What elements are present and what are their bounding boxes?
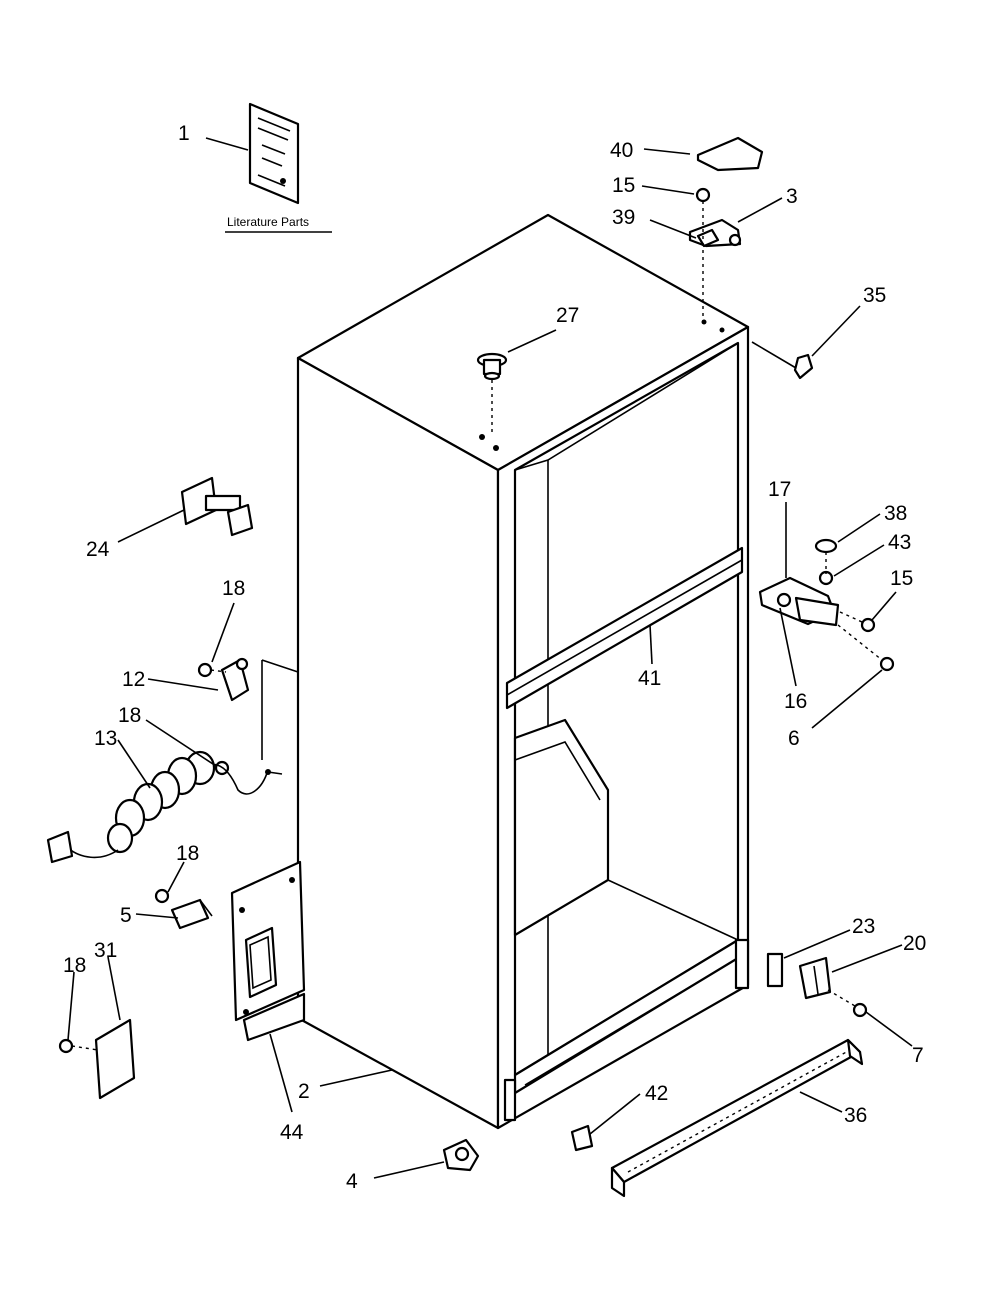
callout-18-upper: 18: [222, 577, 245, 600]
door-stop: [751, 341, 814, 380]
callout-3: 3: [786, 185, 798, 208]
callout-24: 24: [86, 538, 110, 561]
callout-17: 17: [768, 478, 791, 501]
callout-35: 35: [863, 284, 886, 307]
callout-15-center: 15: [890, 567, 913, 590]
top-hinge-cover: [696, 136, 764, 172]
screw-18-cover: [58, 1038, 99, 1054]
center-hinge-screw: [879, 656, 895, 672]
rear-access-panel: [230, 860, 306, 1042]
center-hinge: [758, 576, 840, 627]
literature-caption: Literature Parts: [227, 215, 309, 229]
screw-18-upper: [197, 662, 227, 678]
callout-36: 36: [844, 1104, 867, 1127]
side-cover: [94, 1018, 136, 1100]
callout-7: 7: [912, 1044, 924, 1067]
toe-grille: [610, 1038, 864, 1198]
center-mullion: [505, 546, 744, 710]
callout-44: 44: [280, 1121, 304, 1144]
callout-38: 38: [884, 502, 907, 525]
hinge-bushing: [814, 538, 838, 554]
callout-18-lower: 18: [176, 842, 199, 865]
callout-1: 1: [178, 122, 190, 145]
leveling-leg: [442, 1138, 480, 1172]
callout-13: 13: [94, 727, 117, 750]
callout-31: 31: [94, 939, 117, 962]
top-plug: [476, 352, 508, 381]
top-hinge-screw: [695, 187, 711, 203]
hinge-pin: [818, 570, 834, 586]
cord-clamp: [170, 898, 213, 930]
callout-18-cover: 18: [63, 954, 86, 977]
callout-39: 39: [612, 206, 635, 229]
callout-16: 16: [784, 690, 807, 713]
cabinet: [296, 213, 750, 1130]
hinge-spacer: [766, 952, 784, 988]
bottom-hinge: [798, 956, 832, 1000]
callout-20: 20: [903, 932, 926, 955]
literature-booklet: [248, 102, 300, 205]
screw-18-lower: [154, 888, 170, 904]
callout-2: 2: [298, 1080, 310, 1103]
bottom-hinge-screw: [827, 989, 868, 1018]
grille-clip: [570, 1124, 594, 1152]
callout-12: 12: [122, 668, 145, 691]
callout-23: 23: [852, 915, 875, 938]
callout-42: 42: [645, 1082, 668, 1105]
hinge-screw-center: [860, 617, 876, 633]
callout-5: 5: [120, 904, 132, 927]
callout-4: 4: [346, 1170, 358, 1193]
callout-18-mid: 18: [118, 704, 141, 727]
callout-6: 6: [788, 727, 800, 750]
callout-43: 43: [888, 531, 911, 554]
leader-lines: [67, 137, 913, 1179]
callout-40: 40: [610, 139, 633, 162]
callout-labels: 1 40 15 3 39 27 35 24 17 38 43 15 18 12 …: [63, 122, 926, 1193]
callout-27: 27: [556, 304, 579, 327]
power-cord: [46, 750, 283, 864]
relay-bracket: [220, 657, 250, 702]
water-valve: [180, 476, 254, 537]
callout-41: 41: [638, 667, 661, 690]
hinge-shim: [696, 228, 720, 248]
callout-15-top: 15: [612, 174, 635, 197]
